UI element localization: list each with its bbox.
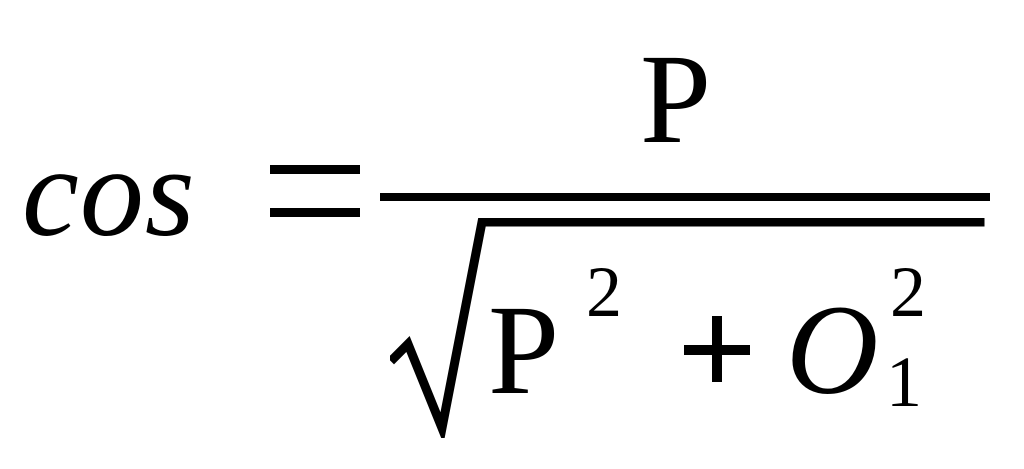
square-root-sign bbox=[390, 218, 990, 438]
term2-subscript: 1 bbox=[886, 342, 922, 422]
term1-exponent: 2 bbox=[586, 252, 622, 332]
fraction-bar bbox=[380, 193, 990, 201]
term1-base: P bbox=[488, 279, 560, 421]
equals-sign bbox=[270, 165, 360, 217]
term2-base: O bbox=[786, 279, 879, 421]
plus-vertical bbox=[712, 316, 722, 382]
term2-exponent: 2 bbox=[890, 252, 926, 332]
plus-sign bbox=[684, 316, 750, 382]
square-root-icon bbox=[390, 218, 985, 438]
equals-bottom-bar bbox=[270, 208, 360, 217]
equals-top-bar bbox=[270, 165, 360, 174]
lhs-cos: cos bbox=[22, 121, 196, 263]
numerator: P bbox=[640, 28, 712, 170]
